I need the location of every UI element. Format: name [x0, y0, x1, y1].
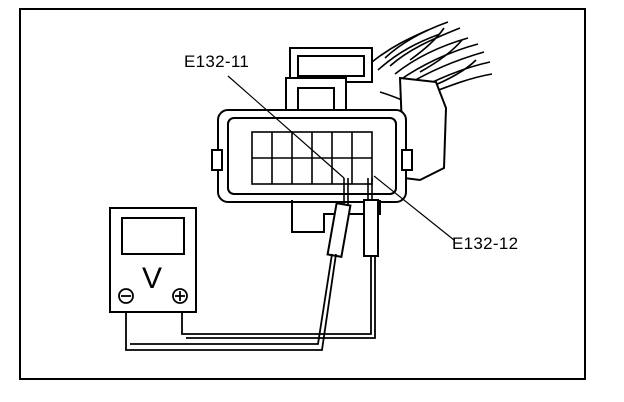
- volt-symbol: V: [142, 262, 163, 295]
- positive-probe: [363, 199, 379, 257]
- plus-icon: [172, 288, 188, 304]
- callout-lines: [227, 75, 455, 241]
- pin-label-e132-11: E132-11: [184, 52, 250, 71]
- figure-frame: [19, 8, 586, 380]
- connector-e132: [211, 47, 448, 233]
- minus-icon: [118, 288, 134, 304]
- terminal-cavities: [251, 131, 373, 185]
- negative-probe: [326, 202, 352, 258]
- pin-label-e132-12: E132-12: [452, 234, 519, 253]
- meter-display: [121, 217, 185, 255]
- test-leads: [125, 253, 376, 351]
